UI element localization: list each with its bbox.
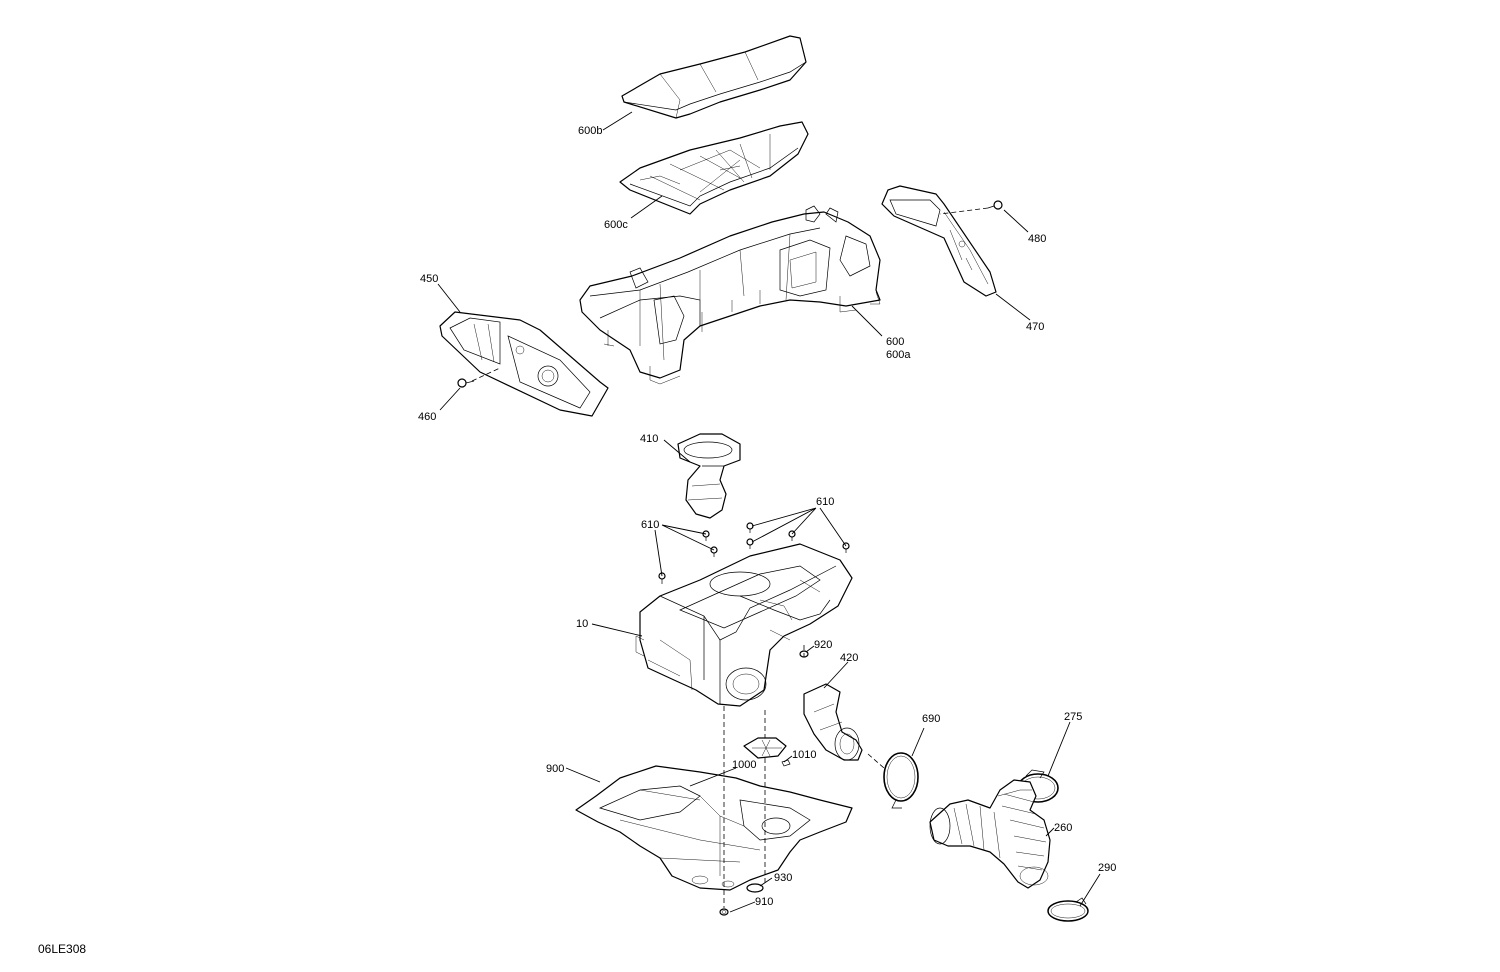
diagram-reference-code: 06LE308 (38, 942, 86, 956)
part-900-lower-cover (575, 765, 853, 891)
label-10: 10 (576, 618, 588, 630)
label-290: 290 (1098, 862, 1116, 874)
label-260: 260 (1054, 822, 1072, 834)
label-610-upper: 610 (816, 496, 834, 508)
part-260-intake-hose (929, 779, 1051, 889)
label-1010: 1010 (792, 749, 816, 761)
screw-610-5 (746, 538, 754, 549)
label-480: 480 (1028, 233, 1046, 245)
label-1000: 1000 (732, 759, 756, 771)
label-600c: 600c (604, 219, 628, 231)
callout-labels: 600b 600c 450 460 480 470 600 600a 410 6… (418, 125, 1116, 908)
label-600: 600 (886, 336, 904, 348)
part-1010-grommet (743, 737, 787, 759)
screw-610-6 (788, 530, 796, 541)
label-420: 420 (840, 652, 858, 664)
part-690-clamp-ring (883, 752, 919, 809)
part-290-small-clamp (1047, 897, 1089, 922)
label-910: 910 (755, 896, 773, 908)
leader-lines (437, 111, 1101, 913)
washer-930 (746, 883, 764, 893)
part-470-right-panel (881, 185, 997, 297)
screw-480 (987, 200, 1003, 210)
label-610-left: 610 (641, 519, 659, 531)
label-930: 930 (774, 872, 792, 884)
part-10-airbox-base (635, 543, 853, 707)
label-920: 920 (814, 639, 832, 651)
label-470: 470 (1026, 321, 1044, 333)
label-460: 460 (418, 411, 436, 423)
assembly-axis-lines (471, 207, 989, 908)
part-600-main-housing (579, 205, 881, 385)
label-275: 275 (1064, 711, 1082, 723)
screw-460 (457, 378, 475, 388)
label-600a: 600a (886, 349, 911, 361)
hardware-fasteners (457, 200, 1003, 916)
label-600b: 600b (578, 125, 602, 137)
label-410: 410 (640, 433, 658, 445)
label-450: 450 (420, 273, 438, 285)
screw-610-2 (702, 530, 710, 541)
part-600b-cover (621, 35, 807, 119)
part-420-elbow-duct (803, 683, 863, 761)
washer-910 (719, 908, 729, 916)
part-450-left-panel (439, 311, 609, 417)
screw-610-7 (842, 542, 850, 553)
part-600c-frame (619, 121, 809, 215)
screw-610-4 (746, 522, 754, 533)
part-410-upper-duct (677, 433, 741, 519)
label-900: 900 (546, 763, 564, 775)
label-690: 690 (922, 713, 940, 725)
